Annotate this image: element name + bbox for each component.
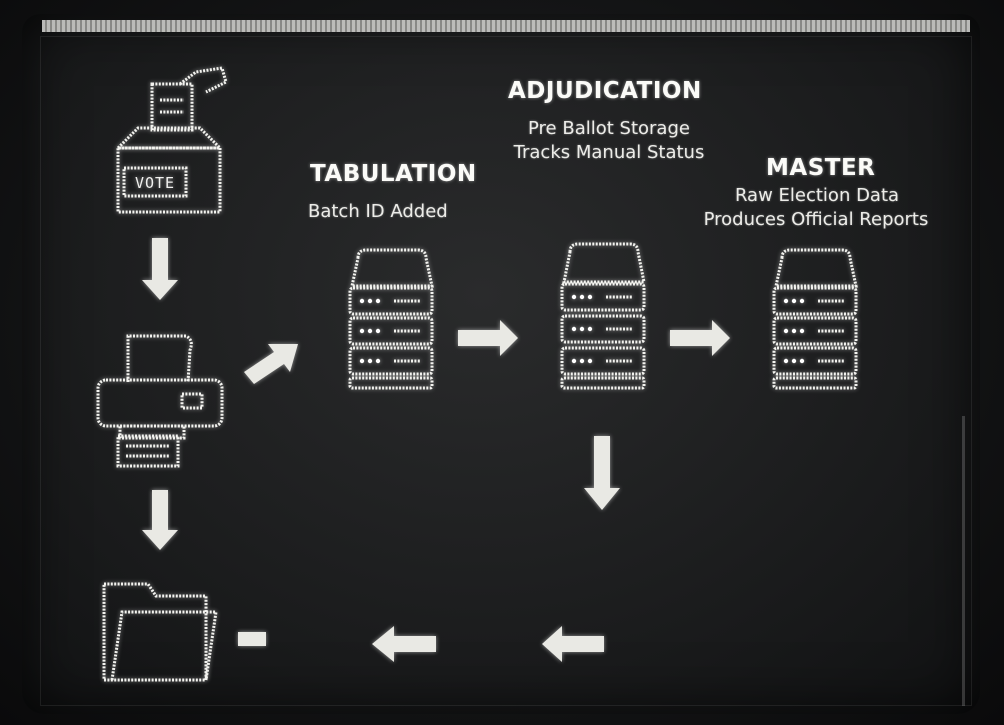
adjudication-desc-line1: Pre Ballot Storage (528, 118, 690, 139)
screen-frame (40, 36, 972, 706)
arrow-down-adjudication (584, 436, 620, 510)
vote-label: VOTE (135, 174, 175, 192)
arrow-tabulation-adjudication (458, 320, 518, 356)
adjudication-server-icon (560, 242, 646, 390)
printer-icon (96, 334, 224, 468)
arrow-down-printer-folder (142, 490, 178, 550)
arrow-down-vote-printer (142, 238, 178, 300)
arrow-tail-stub (238, 632, 266, 646)
tabulation-desc: Batch ID Added (308, 201, 448, 222)
master-desc-line2: Produces Official Reports (703, 209, 929, 230)
arrow-printer-tabulation (244, 344, 298, 384)
tabulation-server-icon (348, 248, 434, 390)
adjudication-title: ADJUDICATION (508, 78, 702, 104)
ballot-box-icon (114, 66, 228, 214)
scrollbar[interactable] (962, 416, 965, 706)
tabulation-title: TABULATION (310, 161, 477, 187)
master-server-icon (772, 248, 858, 390)
adjudication-desc-line2: Tracks Manual Status (513, 142, 705, 163)
screen-top-bar (42, 20, 970, 32)
folder-icon (102, 582, 218, 682)
master-title: MASTER (766, 155, 876, 181)
arrow-adjudication-master (670, 320, 730, 356)
arrow-left-return (542, 626, 604, 662)
master-desc-line1: Raw Election Data (734, 185, 900, 206)
arrow-left-return-2 (372, 626, 436, 662)
